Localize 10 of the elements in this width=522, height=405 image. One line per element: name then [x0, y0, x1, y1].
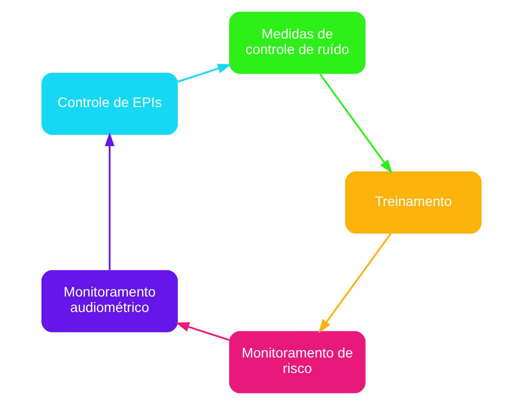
node-box: Controle de EPIs [40, 72, 178, 135]
arrow [318, 233, 391, 334]
arrow [174, 322, 229, 341]
node-box: Medidas de controle de ruído [228, 12, 366, 74]
arrow [104, 132, 114, 270]
node-box: Treinamento [344, 171, 482, 234]
node-box: Monitoramento audiométrico [40, 270, 178, 332]
node-box: Monitoramento de risco [228, 331, 366, 394]
arrow [318, 74, 392, 174]
arrow [177, 64, 232, 82]
